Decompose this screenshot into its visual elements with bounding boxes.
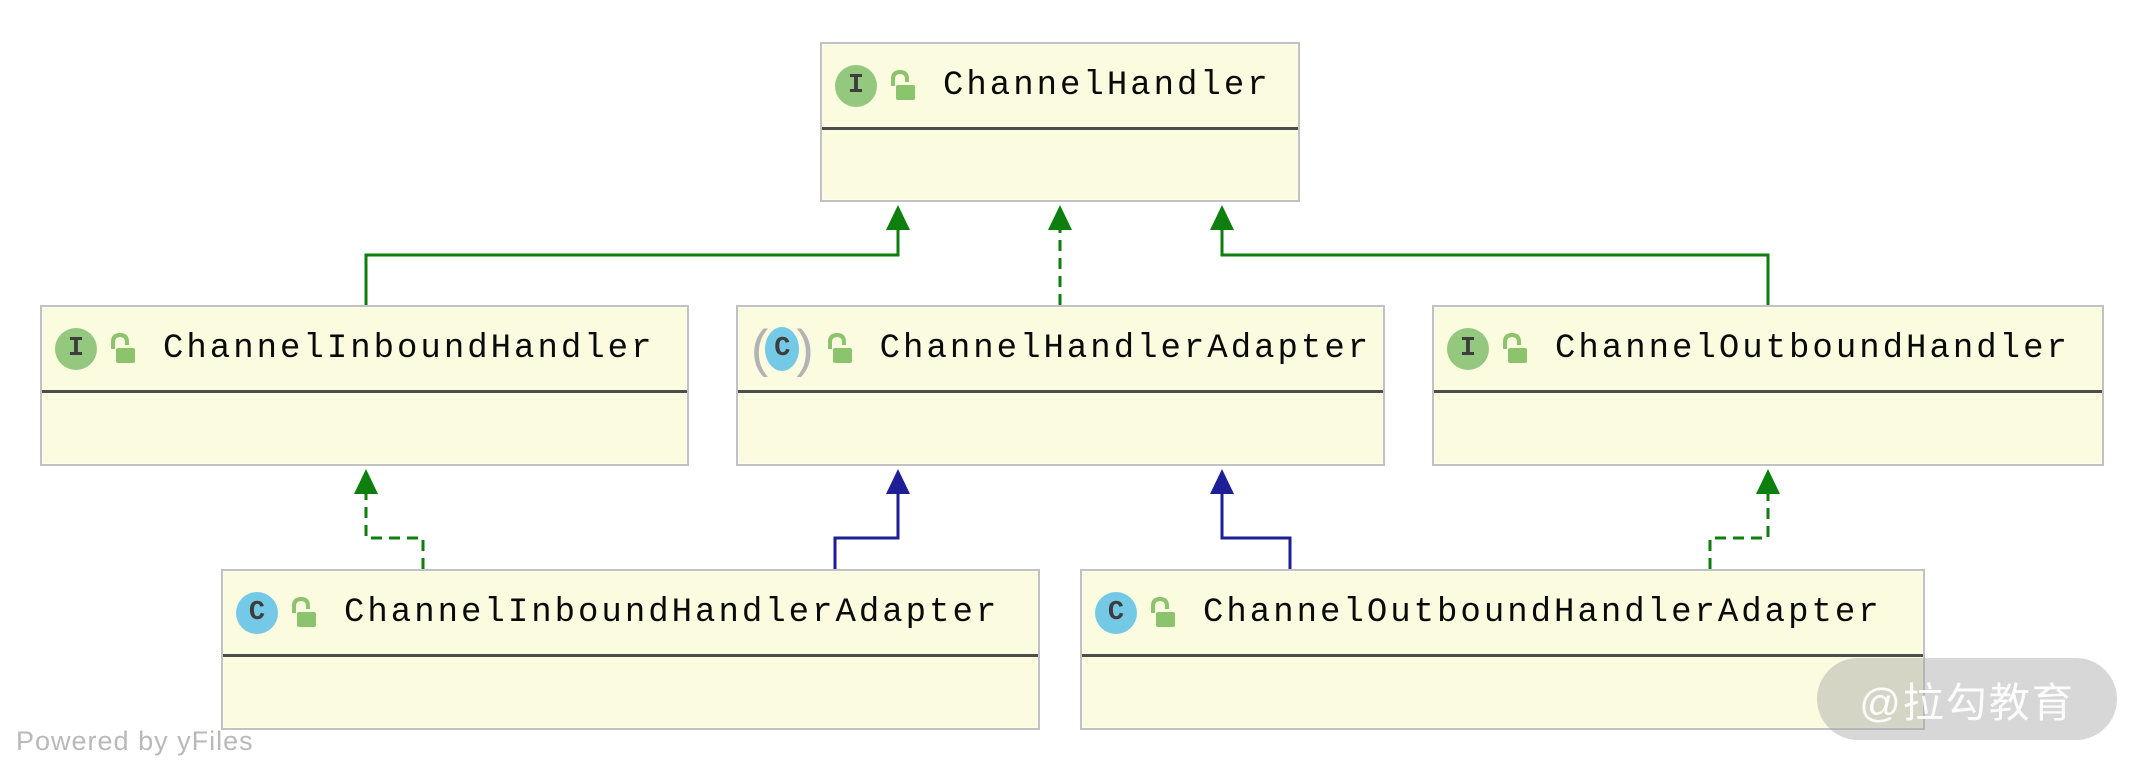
node-members-compartment bbox=[42, 393, 687, 464]
class-node-channelhandleradapter[interactable]: ( C ) ChannelHandlerAdapter bbox=[736, 305, 1385, 466]
node-title: I ChannelHandler bbox=[822, 44, 1298, 130]
class-node-channeloutboundhandleradapter[interactable]: C ChannelOutboundHandlerAdapter bbox=[1080, 569, 1925, 730]
edge-channelinboundhandleradapter-implements-channelinboundhandler bbox=[354, 469, 425, 569]
edge-channelinboundhandler-extends-channelhandler bbox=[364, 205, 910, 305]
node-title: C ChannelOutboundHandlerAdapter bbox=[1082, 571, 1923, 657]
interface-icon: I bbox=[835, 64, 877, 107]
class-node-channelhandler[interactable]: I ChannelHandler bbox=[820, 42, 1300, 202]
interface-icon: I bbox=[55, 327, 97, 370]
class-name: ChannelOutboundHandler bbox=[1555, 329, 2070, 368]
node-members-compartment bbox=[223, 657, 1038, 728]
class-badge-letter: C bbox=[765, 326, 800, 371]
abstract-paren-open: ( bbox=[751, 319, 769, 378]
edge-channelhandleradapter-implements-channelhandler bbox=[1048, 205, 1072, 305]
abstract-paren-close: ) bbox=[796, 319, 814, 378]
public-lock-icon bbox=[887, 69, 917, 103]
class-name: ChannelInboundHandler bbox=[163, 329, 655, 368]
class-icon: C bbox=[1095, 591, 1137, 634]
class-name: ChannelHandler bbox=[943, 66, 1271, 105]
node-members-compartment bbox=[738, 393, 1383, 464]
edge-channeloutboundhandler-extends-channelhandler bbox=[1210, 205, 1770, 305]
public-lock-icon bbox=[824, 332, 854, 366]
class-name: ChannelHandlerAdapter bbox=[879, 329, 1372, 368]
class-name: ChannelInboundHandlerAdapter bbox=[344, 593, 1000, 632]
node-members-compartment bbox=[1434, 393, 2102, 464]
node-title: C ChannelInboundHandlerAdapter bbox=[223, 571, 1038, 657]
node-members-compartment bbox=[1082, 657, 1923, 728]
public-lock-icon bbox=[1499, 332, 1529, 366]
node-title: ( C ) ChannelHandlerAdapter bbox=[738, 307, 1383, 393]
edge-channeloutboundhandleradapter-implements-channeloutboundhandler bbox=[1708, 469, 1780, 569]
public-lock-icon bbox=[107, 332, 137, 366]
class-node-channelinboundhandler[interactable]: I ChannelInboundHandler bbox=[40, 305, 689, 466]
node-members-compartment bbox=[822, 130, 1298, 200]
class-name: ChannelOutboundHandlerAdapter bbox=[1203, 593, 1882, 632]
yfiles-credit: Powered by yFiles bbox=[16, 726, 254, 756]
public-lock-icon bbox=[1147, 596, 1177, 630]
interface-icon: I bbox=[1447, 327, 1489, 370]
node-title: I ChannelInboundHandler bbox=[42, 307, 687, 393]
edge-channeloutboundhandleradapter-extends-channelhandleradapter bbox=[1210, 469, 1292, 569]
abstract-class-icon: ( C ) bbox=[751, 319, 814, 378]
node-title: I ChannelOutboundHandler bbox=[1434, 307, 2102, 393]
class-icon: C bbox=[236, 591, 278, 634]
watermark-badge: @拉勾教育 bbox=[1817, 658, 2117, 740]
edge-channelinboundhandleradapter-extends-channelhandleradapter bbox=[833, 469, 910, 569]
class-node-channeloutboundhandler[interactable]: I ChannelOutboundHandler bbox=[1432, 305, 2104, 466]
class-node-channelinboundhandleradapter[interactable]: C ChannelInboundHandlerAdapter bbox=[221, 569, 1040, 730]
watermark-text: @拉勾教育 bbox=[1859, 680, 2075, 726]
public-lock-icon bbox=[288, 596, 318, 630]
